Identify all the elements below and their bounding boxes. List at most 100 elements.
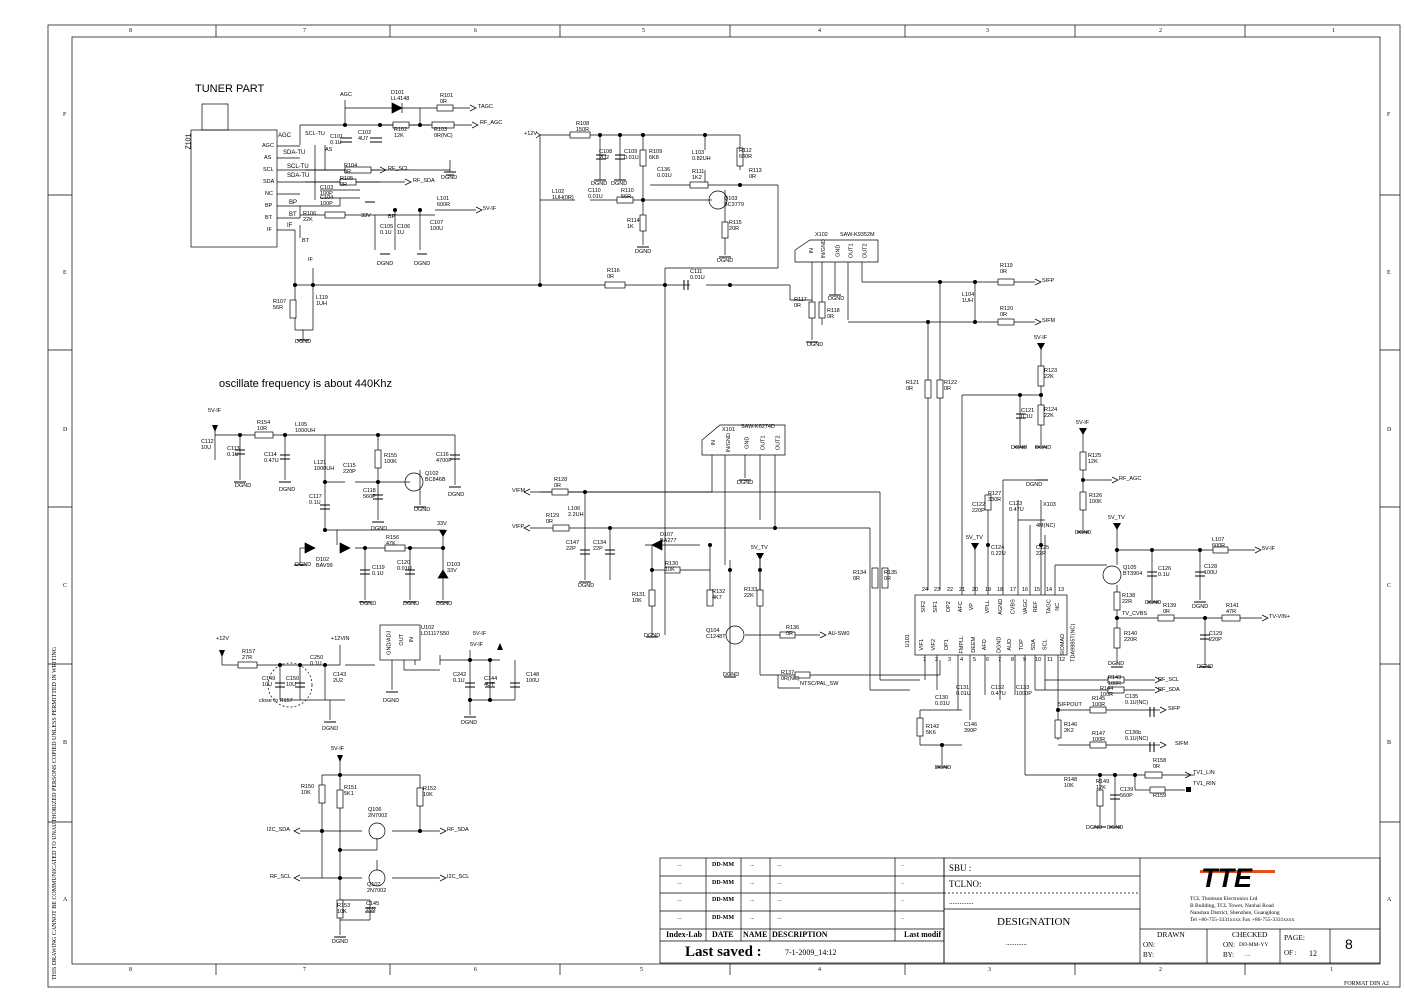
component-value: 100K: [1089, 499, 1102, 505]
revision-cell: ..: [901, 915, 904, 921]
component-value: 0R(NC): [434, 133, 453, 139]
component-ref: C123: [1009, 501, 1023, 507]
component-ref: Q105: [1123, 565, 1137, 571]
component-value: 0R: [853, 576, 861, 582]
component-value: 0.1U(NC): [1125, 700, 1149, 706]
company-line: TCL Thomson Electronics Ltd: [1190, 896, 1258, 902]
tuner-net: SDA-TU: [287, 173, 310, 179]
net-label: SCL-TU: [305, 131, 325, 137]
component-ref: Q104: [706, 628, 720, 634]
ic-pin-label: VP: [968, 603, 975, 611]
component-value: 0R: [884, 576, 892, 582]
component-ref: R138: [1122, 593, 1136, 599]
ic-pin-label: OP1: [943, 639, 950, 651]
component-value: BC846B: [425, 477, 446, 483]
checked-on: ON:: [1223, 941, 1236, 949]
component-ref: R137: [781, 670, 795, 676]
ic-pin-number: 5: [973, 657, 977, 663]
component-value: 56R: [621, 194, 632, 200]
component-ref: C124: [991, 545, 1005, 551]
component-value: 2U2: [333, 678, 344, 684]
revision-cell: ..: [901, 862, 904, 868]
component-ref: R114: [627, 218, 640, 224]
component-value: 0.1U: [310, 661, 322, 667]
component-ref: R116: [607, 268, 620, 274]
net-label: +12V: [524, 131, 537, 137]
row-label: B: [1387, 740, 1392, 746]
outer-border: [47, 24, 1401, 988]
net-label: AGC: [340, 92, 352, 98]
saw-pin: GND: [744, 436, 751, 449]
component-ref: C106: [397, 224, 411, 230]
component-ref: C102: [358, 130, 372, 136]
revision-cell: ...: [777, 915, 782, 921]
component-value: 2U2: [599, 155, 610, 161]
dgnd-label: DGND: [1107, 825, 1124, 831]
component-ref: C147: [566, 540, 580, 546]
component-ref: L105: [295, 422, 308, 428]
component-value: 0R: [340, 182, 348, 188]
row-label: F: [1387, 112, 1391, 118]
component-ref: R125: [1088, 453, 1102, 459]
component-value: 0R: [1000, 269, 1008, 275]
saw-pin: IN/GND: [820, 239, 827, 259]
component-ref: L106: [568, 506, 581, 512]
tclno-dots: ..............: [949, 898, 974, 906]
drawn-on: ON:: [1143, 941, 1156, 949]
last-saved-label: Last saved :: [685, 944, 762, 960]
ic-pin-label: SCL: [1042, 639, 1049, 651]
ic-pin-label: SIF2: [921, 600, 928, 613]
net-label: AS: [325, 147, 333, 153]
component-ref: R156: [386, 535, 400, 541]
ic-pin-label: NC: [1055, 602, 1062, 611]
dgnd-label: DGND: [1035, 445, 1052, 451]
header-date: DATE: [712, 930, 734, 939]
tuner-pin: IF: [267, 227, 272, 233]
dgnd-label: DGND: [295, 339, 312, 345]
revision-cell: ...: [750, 862, 755, 868]
net-label: I2C_SDA: [267, 827, 290, 833]
saw-part: SAW-K9352M: [840, 232, 875, 238]
saw-pin: OUT2: [775, 435, 782, 451]
component-ref: R107: [273, 299, 287, 305]
component-ref: R128: [554, 477, 568, 483]
row-label: C: [1387, 583, 1392, 589]
component-ref: C145: [366, 901, 380, 907]
crystal-ref: X103: [1043, 502, 1056, 508]
ic-u102-body: [379, 624, 421, 661]
ic-pin-number: 20: [972, 587, 979, 593]
col-label: 3: [986, 28, 989, 34]
dgnd-label: DGND: [611, 181, 628, 187]
ic-pin-label: CVBS: [1010, 599, 1017, 615]
component-ref: C117: [309, 494, 322, 500]
component-value: 6K8: [649, 155, 659, 161]
row-label: B: [63, 740, 68, 746]
component-value: 12K: [394, 133, 404, 139]
ic-pin-label: DGND: [996, 636, 1003, 653]
component-value: 100R: [1108, 681, 1122, 687]
component-value: 47K: [386, 541, 396, 547]
component-ref: Q107: [367, 882, 381, 888]
component-ref: R118: [827, 308, 840, 314]
ic-pin-label: FMPLL: [959, 635, 966, 654]
component-ref: C104: [320, 195, 334, 201]
component-ref: R140: [1124, 631, 1138, 637]
component-value: 0R: [944, 386, 952, 392]
component-ref: C105: [380, 224, 394, 230]
component-ref: Q102: [425, 471, 439, 477]
component-ref: R105: [340, 176, 354, 182]
net-label: 5V_TV: [751, 545, 768, 551]
component-value: 0.01U: [956, 691, 971, 697]
component-value: 10R: [257, 426, 268, 432]
net-label: RF_SCL: [270, 874, 292, 880]
component-value: BAV99: [316, 563, 333, 569]
net-label: 5V-IF: [208, 408, 222, 414]
ic-pin-label: TAGC: [1046, 599, 1053, 615]
component-ref: C110: [588, 188, 601, 194]
component-value: 10K: [301, 790, 311, 796]
component-ref: R144: [1100, 686, 1114, 692]
revision-cell: ..: [901, 897, 904, 903]
component-ref: R112: [739, 148, 752, 154]
component-ref: D107: [660, 532, 674, 538]
